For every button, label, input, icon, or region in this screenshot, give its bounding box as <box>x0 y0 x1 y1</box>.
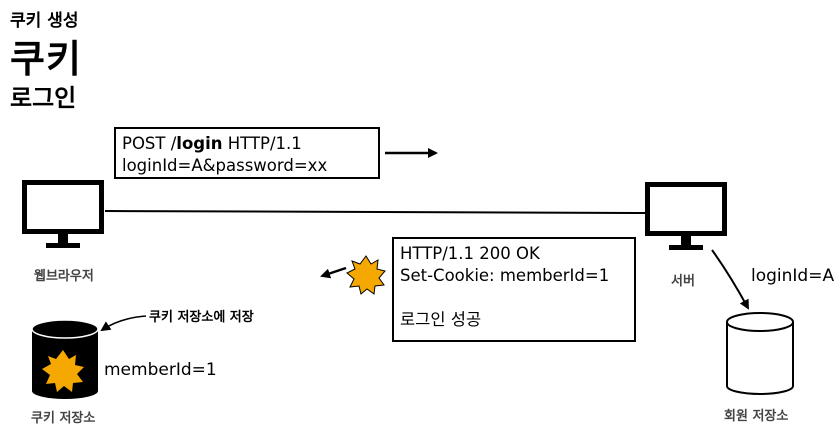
server-query-label: loginId=A <box>751 266 835 286</box>
cookie-save-arrow <box>100 315 147 332</box>
request-message-box: POST /login HTTP/1.1 loginId=A&password=… <box>114 127 380 179</box>
response-set-cookie-line: Set-Cookie: memberId=1 <box>400 266 610 285</box>
request-line-2: loginId=A&password=xx <box>122 156 328 175</box>
cookie-store-content: memberId=1 <box>104 360 217 380</box>
cookie-store-label: 쿠키 저장소 <box>31 411 96 426</box>
member-store-cylinder-icon <box>726 312 794 395</box>
response-body-line: 로그인 성공 <box>400 310 482 329</box>
server-label: 서버 <box>671 274 695 289</box>
client-label: 웹브라우저 <box>34 269 94 284</box>
response-blank-line <box>400 287 628 309</box>
cookie-store-note: 쿠키 저장소에 저장 <box>149 310 254 325</box>
member-store-label: 회원 저장소 <box>724 409 789 424</box>
cookie-store-cylinder-icon <box>31 319 99 399</box>
request-line-1: POST /login HTTP/1.1 <box>122 134 302 153</box>
response-message-box: HTTP/1.1 200 OK Set-Cookie: memberId=1 로… <box>392 237 636 342</box>
request-path: login <box>176 134 223 153</box>
response-arrow <box>320 266 347 279</box>
response-status-line: HTTP/1.1 200 OK <box>400 244 540 263</box>
cookie-icon <box>346 255 386 295</box>
server-to-store-arrow <box>711 249 749 310</box>
page-title: 쿠키 <box>10 37 82 81</box>
server-monitor-icon <box>645 182 727 250</box>
page-subtitle: 로그인 <box>10 84 77 112</box>
connection-line <box>104 210 646 214</box>
client-monitor-icon <box>22 180 104 248</box>
section-title: 쿠키 생성 <box>10 11 79 31</box>
